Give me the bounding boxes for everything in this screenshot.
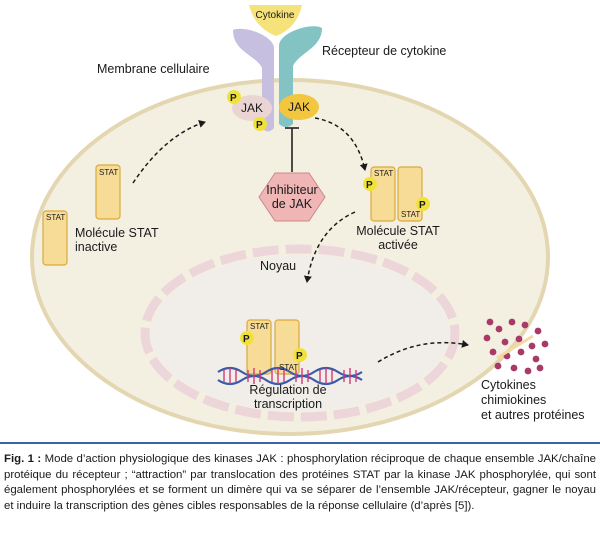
caption-prefix: Fig. 1 : (4, 453, 42, 465)
stat-label: STAT (99, 168, 118, 177)
active-stat-line2: activée (378, 238, 418, 252)
cytokine-ligand (249, 5, 302, 36)
phospho-dot (363, 177, 377, 191)
inactive-stat-line2: inactive (75, 240, 118, 254)
phospho-label: P (366, 180, 373, 191)
jak-left (232, 95, 272, 121)
phospho-dot (227, 90, 241, 104)
figure-caption: Fig. 1 : Mode d’action physiologique des… (4, 452, 596, 514)
jak-stat-diagram: STAT STAT STAT STAT STAT STAT P P P P P … (30, 5, 585, 436)
stat-label: STAT (374, 169, 393, 178)
phospho-dot (293, 348, 307, 362)
inactive-stat-line1: Molécule STAT (75, 226, 159, 240)
transcription-line2: transcription (253, 397, 323, 411)
jak-right-label: JAK (288, 100, 310, 114)
jak-inhibitor-hexagon (258, 172, 326, 222)
cytokine-label: Cytokine (256, 10, 295, 21)
active-stat-line1: Molécule STAT (356, 224, 440, 238)
stat-active-2 (397, 166, 423, 222)
stat-label: STAT (279, 363, 298, 372)
stat-active-1 (370, 166, 396, 222)
stat-inactive-2 (42, 210, 68, 266)
inactive-stat-label: Molécule STAT inactive (75, 226, 159, 254)
jak-left-label: JAK (241, 101, 263, 115)
products-line2: chimiokines (481, 393, 547, 407)
arrow-jak-to-active-stat (314, 117, 368, 171)
jak-inhibitor-line2: de JAK (271, 197, 313, 211)
secreted-proteins (483, 318, 549, 375)
products-label: Cytokines chimiokines et autres protéine… (481, 378, 585, 423)
transcription-label: Régulation de transcription (235, 383, 341, 411)
diagram-canvas: STAT STAT STAT STAT STAT STAT P P P P P … (30, 5, 550, 436)
nucleus-label: Noyau (260, 259, 297, 273)
phospho-dot (253, 117, 267, 131)
phospho-dot (416, 197, 430, 211)
nucleus-membrane (140, 244, 460, 422)
stat-nuclear-1 (246, 319, 272, 375)
products-line3: et autres protéines (481, 408, 585, 422)
active-stat-label: Molécule STAT activée (350, 224, 446, 252)
phospho-dot (240, 331, 254, 345)
transcription-line1: Régulation de (249, 383, 327, 397)
arrow-stat-to-jak (132, 120, 206, 184)
phospho-label: P (296, 351, 303, 362)
nucleus-interior (151, 255, 449, 411)
products-line1: Cytokines (481, 378, 536, 392)
stat-label: STAT (401, 210, 420, 219)
caption-text: Mode d’action physiologique des kinases … (4, 453, 597, 512)
stat-label: STAT (46, 213, 65, 222)
stat-label: STAT (250, 322, 269, 331)
phospho-label: P (256, 120, 263, 131)
arrow-to-nucleus (303, 211, 356, 283)
phospho-label: P (243, 334, 250, 345)
phospho-label: P (230, 93, 237, 104)
stat-nuclear-2 (274, 319, 300, 375)
jak-right (279, 94, 319, 120)
dna-helix (217, 366, 363, 386)
stat-inactive-1 (95, 164, 121, 220)
arrow-to-products (377, 339, 469, 363)
protein-bar (496, 334, 534, 360)
jak-inhibitor-line1: Inhibiteur (266, 183, 318, 197)
receptor-label: Récepteur de cytokine (322, 44, 447, 58)
jak-inhibitor-label: Inhibiteur de JAK (262, 183, 322, 211)
caption-rule (0, 442, 600, 444)
membrane-label: Membrane cellulaire (97, 62, 210, 76)
phospho-label: P (419, 200, 426, 211)
